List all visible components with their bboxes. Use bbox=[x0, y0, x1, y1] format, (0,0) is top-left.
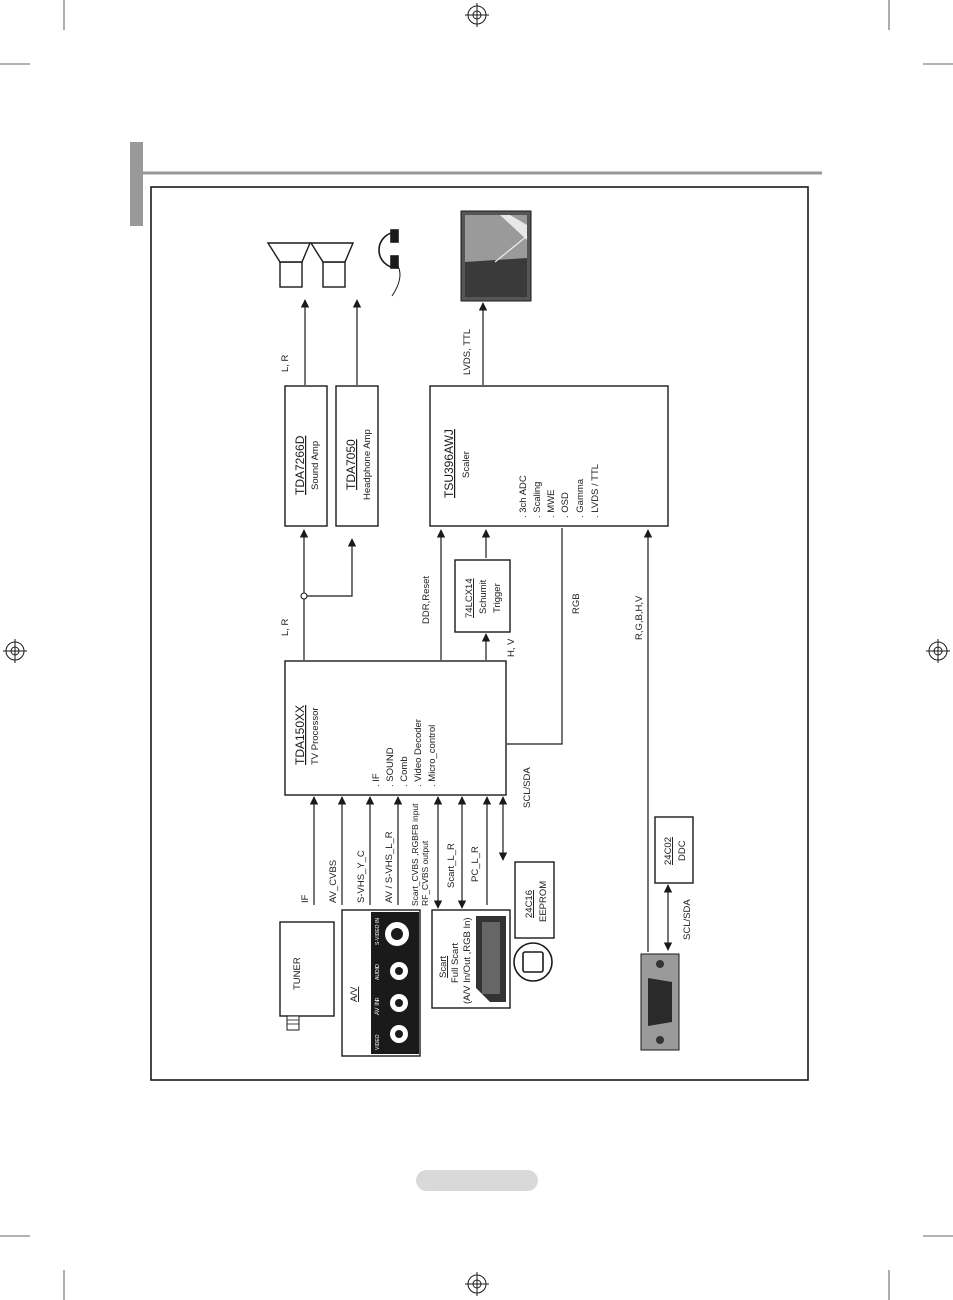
speaker-icon bbox=[266, 242, 355, 288]
tuner-block: TUNER bbox=[279, 921, 335, 1031]
page-number-pill bbox=[416, 1170, 538, 1191]
diagram-frame bbox=[150, 186, 809, 1081]
signal-ddr-reset: DDR,Reset bbox=[421, 576, 432, 624]
signal-lr-top: L, R bbox=[280, 354, 291, 372]
registration-mark-top bbox=[465, 3, 489, 27]
schmitt-block: 74LCX14 Schumit Trigger bbox=[454, 559, 511, 633]
scaler-feature-2: . Scaling bbox=[532, 482, 543, 518]
eeprom-part: 24C16 bbox=[524, 890, 535, 918]
signal-if: IF bbox=[300, 894, 311, 903]
signal-svhs: S-VHS_Y_C bbox=[356, 850, 367, 903]
scart-line1: Scart bbox=[438, 955, 449, 978]
ddc-block: 24C02 DDC bbox=[654, 816, 694, 884]
signal-av-svhs-lr: AV / S-VHS_L_R bbox=[384, 831, 395, 903]
tv-feature-1: . IF bbox=[371, 773, 382, 787]
headphone-amp-block: TDA7050 Headphone Amp bbox=[335, 385, 379, 527]
scaler-feature-1: . 3ch ADC bbox=[518, 475, 529, 518]
sound-amp-name: Sound Amp bbox=[310, 441, 321, 490]
audio-l-label: L bbox=[375, 965, 381, 968]
audio-path bbox=[299, 529, 357, 660]
scaler-name: Scaler bbox=[461, 451, 472, 478]
signal-pc-lr: PC_L_R bbox=[470, 846, 481, 882]
signal-scart-cvbs-1: Scart_CVBS ,RGBFB input bbox=[410, 803, 420, 906]
scaler-block: TSU396AWJ Scaler . 3ch ADC . Scaling . M… bbox=[429, 385, 669, 527]
vga-connector-icon bbox=[640, 953, 680, 1051]
signal-scl-sda-vga: SCL/SDA bbox=[682, 899, 693, 940]
signal-lvds: LVDS, TTL bbox=[462, 329, 473, 375]
audio-label: AUDIO bbox=[375, 964, 381, 980]
scaler-feature-3: . MWE bbox=[546, 490, 557, 519]
registration-mark-right bbox=[926, 639, 950, 663]
schmitt-part: 74LCX14 bbox=[464, 578, 475, 618]
rgb-line bbox=[507, 528, 563, 745]
tv-feature-3: . Comb bbox=[399, 756, 410, 787]
tv-processor-block: TDA150XX TV Processor . IF . SOUND . Com… bbox=[284, 660, 507, 796]
ddc-name: DDC bbox=[677, 840, 688, 861]
scaler-feature-6: . LVDS / TTL bbox=[590, 464, 601, 518]
headphone-amp-name: Headphone Amp bbox=[362, 429, 373, 500]
schmitt-line2: Trigger bbox=[492, 583, 503, 613]
schmitt-line1: Schumit bbox=[478, 579, 489, 614]
signal-rgb: RGB bbox=[571, 593, 582, 614]
scart-line3: (A/V In/Out ,RGB In) bbox=[462, 917, 473, 1004]
signal-scl-sda: SCL/SDA bbox=[522, 767, 533, 808]
svideo-in-label: S-VIDEO IN bbox=[375, 918, 381, 945]
lcd-panel-icon bbox=[460, 210, 532, 302]
tv-feature-4: . Video Decoder bbox=[413, 719, 424, 787]
signal-scart-lr: Scart_L_R bbox=[446, 843, 457, 888]
av-panel-title: A/V bbox=[349, 986, 360, 1002]
scaler-feature-5: . Gamma bbox=[575, 478, 586, 518]
input-arrows bbox=[309, 796, 508, 909]
audio-r-label: R bbox=[375, 997, 381, 1001]
video-label: VIDEO bbox=[375, 1034, 381, 1050]
tv-feature-5: . Micro_control bbox=[427, 725, 438, 787]
scart-line2: Full Scart bbox=[450, 943, 461, 983]
eeprom-block: 24C16 EEPROM bbox=[514, 861, 555, 939]
eeprom-name: EEPROM bbox=[538, 881, 549, 922]
registration-mark-left bbox=[3, 639, 27, 663]
ddc-part: 24C02 bbox=[663, 837, 674, 865]
signal-lr-mid: L, R bbox=[280, 618, 291, 636]
standby-icon bbox=[513, 942, 553, 982]
headphone-icon bbox=[378, 229, 401, 297]
scart-block: Scart Full Scart (A/V In/Out ,RGB In) bbox=[431, 909, 511, 1009]
scaler-feature-4: . OSD bbox=[560, 492, 571, 518]
signal-rgbhv: R,G,B,H,V bbox=[634, 595, 645, 640]
sound-amp-block: TDA7266D Sound Amp bbox=[284, 385, 328, 527]
tuner-label: TUNER bbox=[292, 957, 303, 990]
signal-hv: H, V bbox=[506, 638, 517, 657]
scaler-part: TSU396AWJ bbox=[442, 429, 456, 498]
av-panel: A/V AV IN VIDEO R AUDIO L S-VIDEO IN bbox=[341, 909, 421, 1057]
signal-scart-cvbs-2: RF_CVBS output bbox=[420, 840, 430, 906]
sound-amp-part: TDA7266D bbox=[293, 435, 307, 495]
tv-feature-2: . SOUND bbox=[385, 747, 396, 787]
section-tab bbox=[130, 142, 143, 226]
tv-processor-name: TV Processor bbox=[310, 707, 321, 765]
tv-processor-part: TDA150XX bbox=[293, 705, 307, 765]
signal-av-cvbs: AV_CVBS bbox=[328, 860, 339, 903]
headphone-amp-part: TDA7050 bbox=[344, 439, 358, 490]
registration-mark-bottom bbox=[465, 1272, 489, 1296]
av-in-label: AV IN bbox=[375, 1000, 381, 1015]
